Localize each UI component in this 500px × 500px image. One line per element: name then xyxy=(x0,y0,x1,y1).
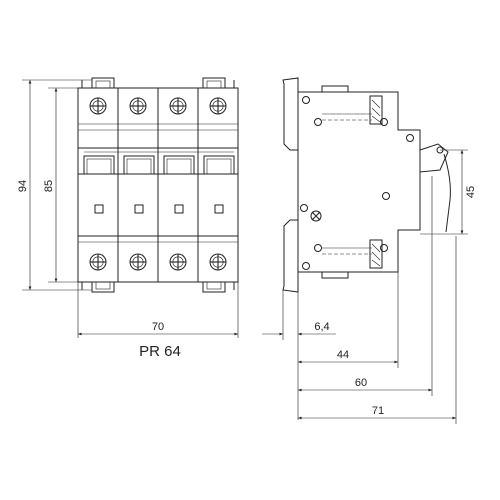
dim-depth-b-label: 44 xyxy=(337,349,349,361)
side-fixings xyxy=(300,96,414,270)
dim-depth-d-label: 71 xyxy=(372,405,384,417)
dim-depth-a-label: 6,4 xyxy=(314,321,329,333)
dim-side-height-label: 45 xyxy=(465,186,477,198)
front-indicators xyxy=(94,204,224,214)
front-view xyxy=(77,77,239,293)
dim-body-height: 85 xyxy=(43,87,78,283)
side-terminal-top xyxy=(322,95,383,125)
dim-depth-6-4: 6,4 xyxy=(262,290,336,420)
side-view xyxy=(282,77,451,293)
dim-depth-71: 71 xyxy=(298,236,457,424)
dim-depth-44: 44 xyxy=(298,272,399,368)
dim-body-height-label: 85 xyxy=(43,180,55,192)
dim-total-height: 94 xyxy=(17,79,92,291)
front-bottom-tabs xyxy=(81,281,235,293)
model-label: PR 64 xyxy=(139,343,181,360)
side-lever xyxy=(419,143,451,233)
dim-depth-c-label: 60 xyxy=(355,377,367,389)
dim-width-label: 70 xyxy=(152,321,164,333)
front-handles xyxy=(83,151,235,175)
side-cross-mark xyxy=(310,210,322,222)
front-top-tabs xyxy=(81,77,235,89)
dim-total-height-label: 94 xyxy=(17,180,29,192)
dim-depth-60: 60 xyxy=(298,176,433,396)
dim-width: 70 xyxy=(77,282,239,338)
side-terminal-bottom xyxy=(322,239,383,269)
dim-side-height: 45 xyxy=(420,149,477,235)
